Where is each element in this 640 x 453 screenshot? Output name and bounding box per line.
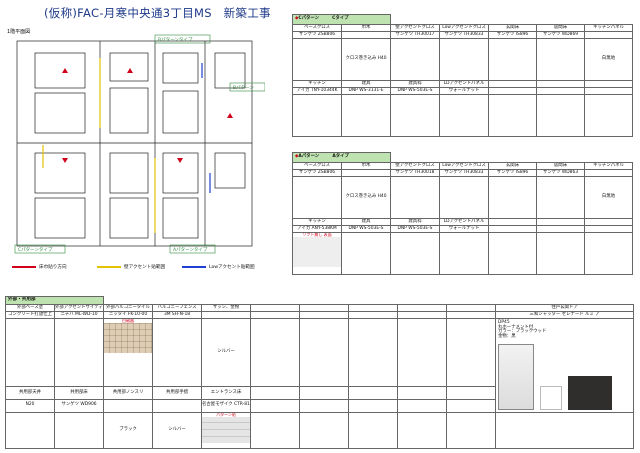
swatch-common-floor	[53, 411, 105, 449]
swatch-kitchen	[292, 94, 342, 137]
door-color-swatch	[568, 375, 613, 410]
swatch-low-accent-a	[439, 176, 489, 219]
door-handle-image	[540, 385, 563, 410]
swatch-common-ceiling	[5, 411, 55, 449]
swatch-entrance-floor-ext: パターン貼	[201, 411, 252, 449]
door-image	[498, 343, 535, 410]
swatch-entrance-floor-a	[488, 176, 537, 219]
floor-plan: Bパターンタイプ Bパターン Cパターンタイプ Aパターンタイプ	[14, 34, 265, 254]
page-title: (仮称)FAC-月寒中央通3丁目MS 新築工事	[44, 6, 271, 20]
swatch-concrete	[5, 317, 55, 388]
pattern-c-title: ◆Cパターン Cタイプ	[292, 14, 391, 25]
swatch-wall-accent-a	[390, 176, 440, 219]
swatch-low-accent	[439, 38, 489, 81]
swatch-base-cloth-a	[292, 176, 342, 219]
swatch-siding	[53, 317, 105, 388]
swatch-door	[341, 94, 391, 137]
legend-item-wall-accent: 壁アクセント貼範囲	[97, 264, 165, 270]
swatch-entrance-floor	[488, 38, 537, 81]
swatch-balcony-fence	[152, 317, 203, 388]
swatch-living-floor-a	[536, 176, 585, 219]
swatch-balcony-tile: 白磁器	[103, 317, 154, 388]
floor-plan-label: 1階平面図	[7, 29, 31, 35]
pattern-a-table: ◆Aパターン Aタイプ ベースクロス 巾木 壁アクセントクロス Lowアクセント…	[292, 152, 634, 275]
swatch-ld-panel	[439, 94, 489, 137]
swatch-door-frame	[390, 94, 440, 137]
swatch-kitchen-a: ソフト無し 表面	[292, 232, 342, 275]
pattern-c-table: ◆Cパターン Cタイプ ベースクロス 巾木 壁アクセントクロス Lowアクセント…	[292, 14, 634, 137]
room-label-b1: Bパターンタイプ	[158, 36, 193, 43]
swatch-ld-panel-a	[439, 232, 489, 275]
pattern-a-title: ◆Aパターン Aタイプ	[292, 152, 391, 163]
room-label-c: Cパターンタイプ	[18, 246, 53, 253]
swatch-living-floor	[536, 38, 585, 81]
room-label-b2: Bパターン	[233, 84, 254, 91]
swatch-base-cloth	[292, 38, 342, 81]
swatch-wall-accent	[390, 38, 440, 81]
entrance-door-cell: DP45 丸ホーナメント付 カラー：プラックウッド 金物：黒	[495, 318, 635, 413]
swatch-door-a	[341, 232, 391, 275]
floor-plan-legend: 床巾貼り方向 壁アクセント貼範囲 Lowアクセント貼範囲	[12, 262, 267, 274]
legend-item-low-accent: Lowアクセント貼範囲	[182, 264, 255, 270]
exterior-table: 外部・共用部 外部ベース塗 外部アクセントサイディング 外部バルコニータイル バ…	[4, 296, 635, 449]
legend-item-floor-direction: 床巾貼り方向	[12, 264, 67, 270]
exterior-title: 外部・共用部	[4, 296, 105, 305]
room-label-a: Aパターンタイプ	[173, 246, 208, 253]
swatch-door-frame-a	[390, 232, 440, 275]
